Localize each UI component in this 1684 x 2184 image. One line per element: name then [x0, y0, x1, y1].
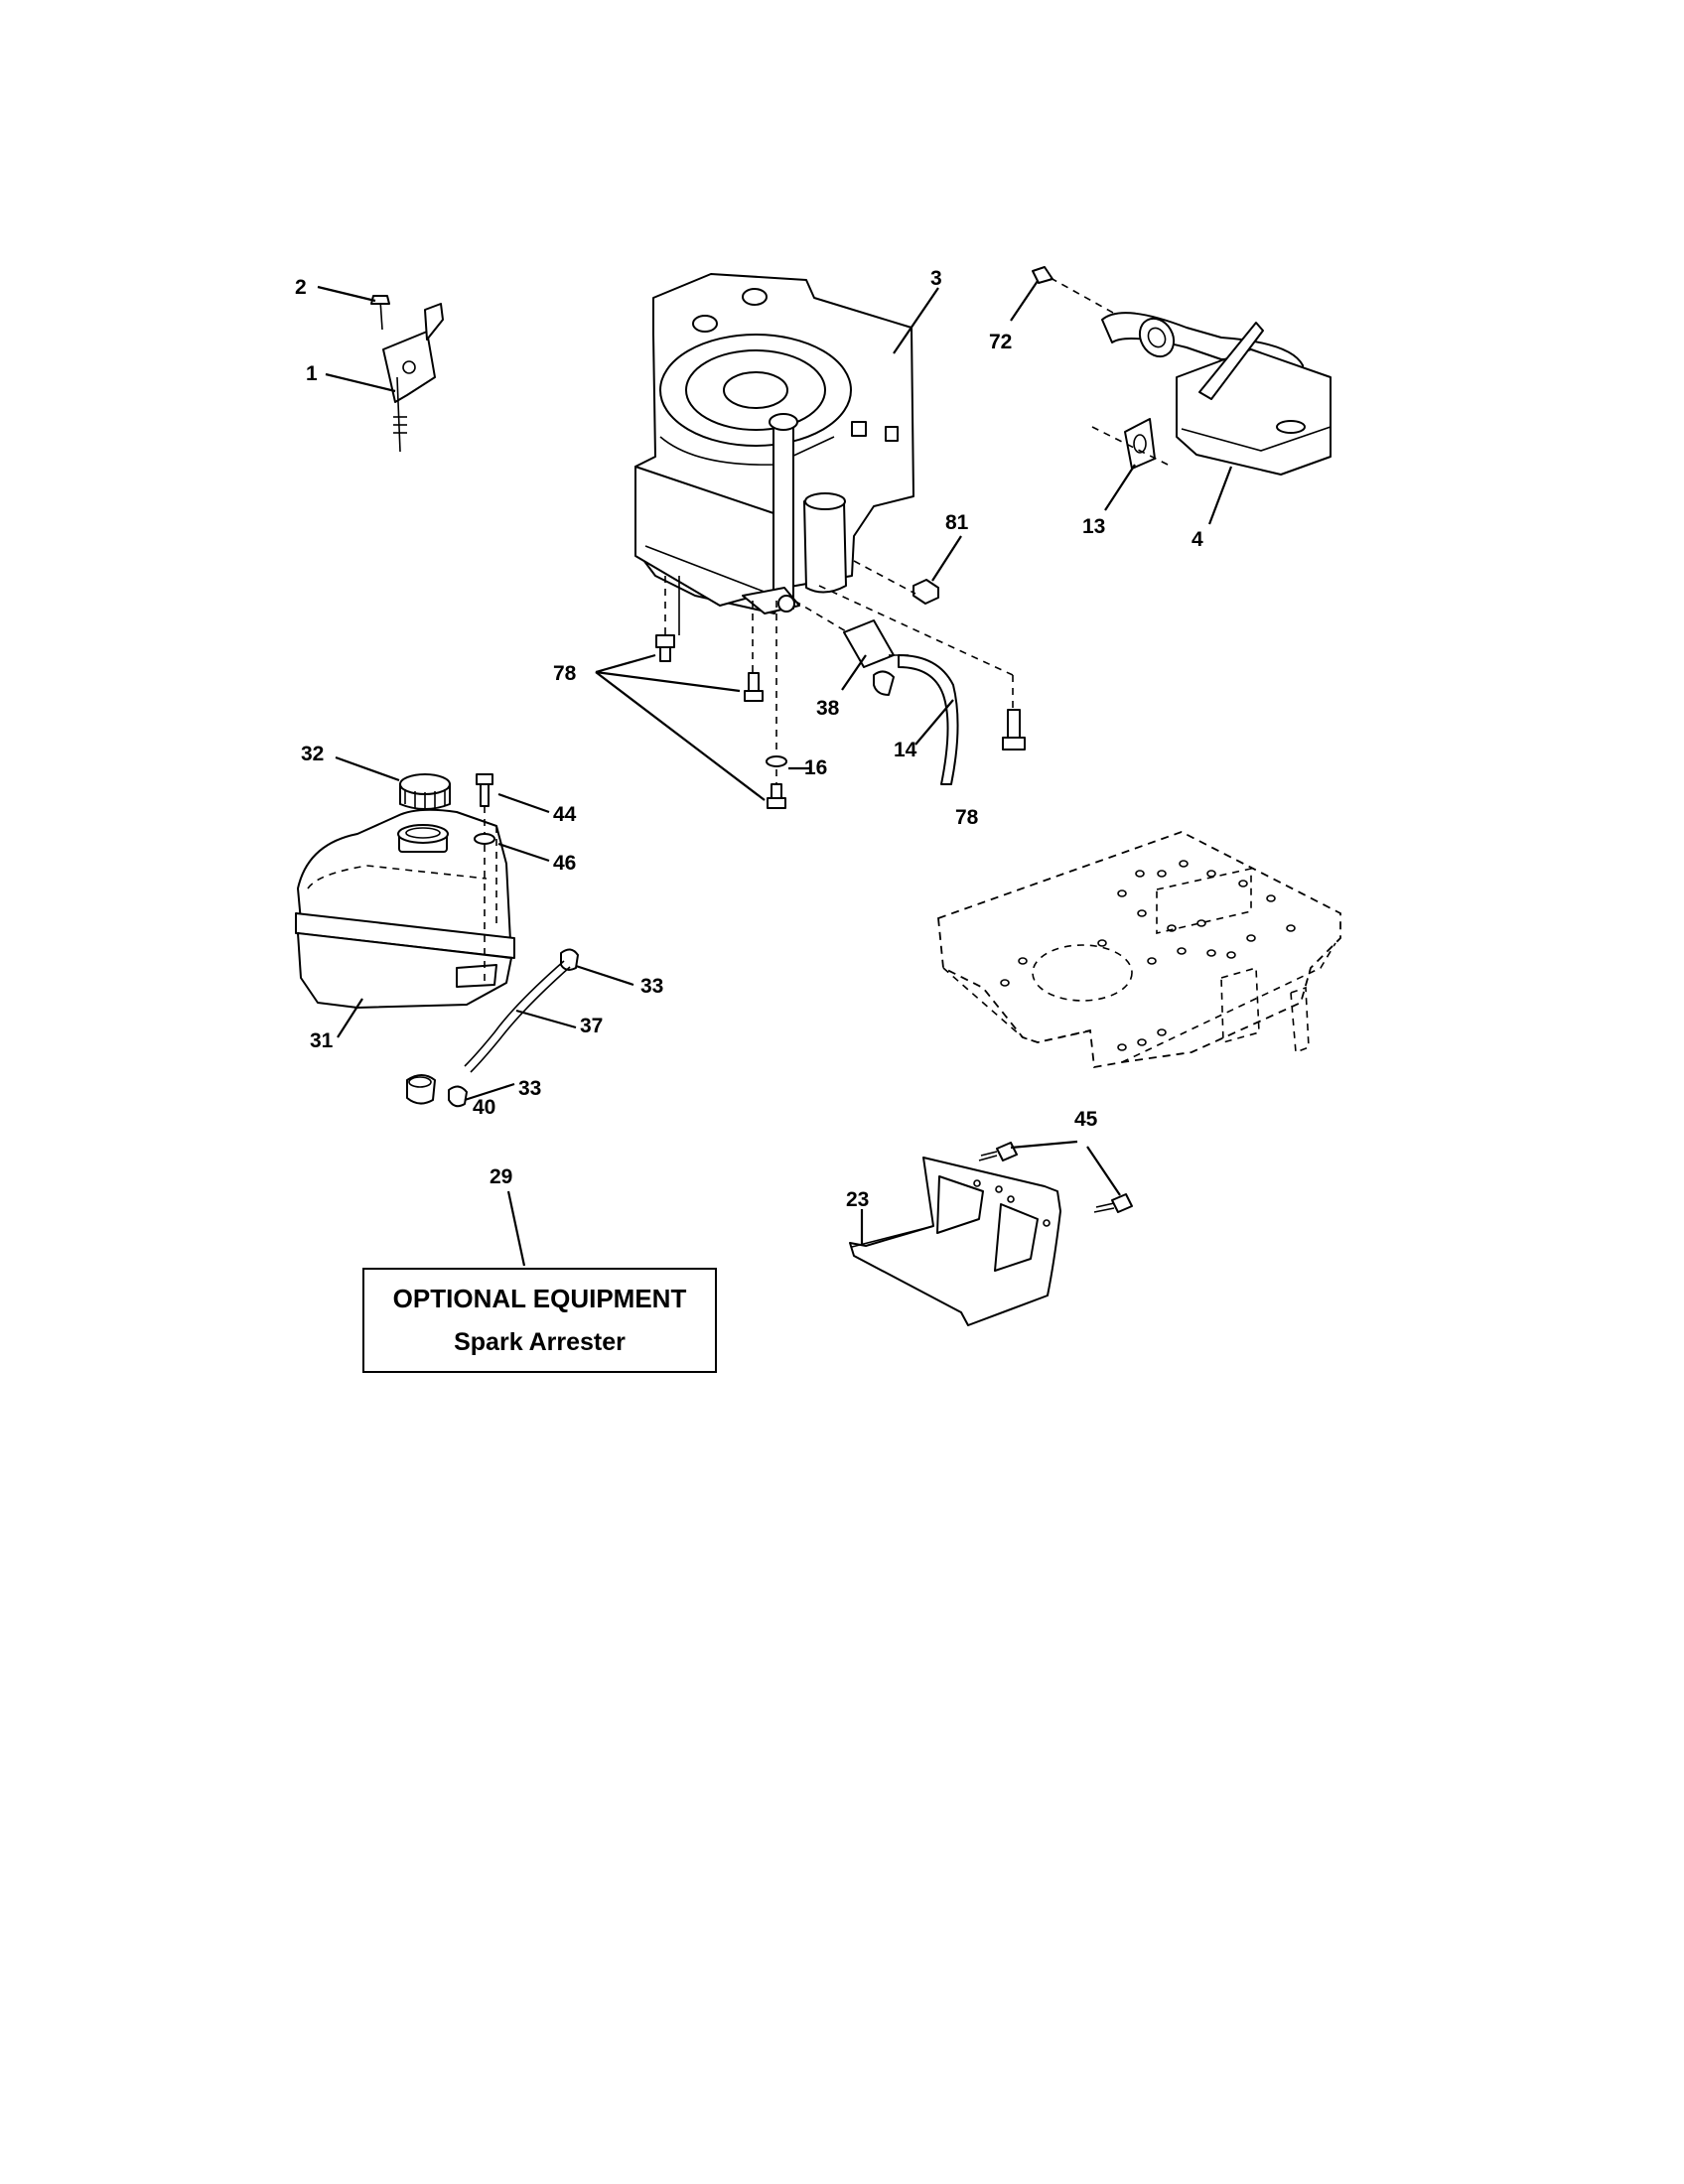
leader-line-4 [1207, 466, 1233, 525]
label-78a: 78 [553, 662, 577, 685]
leader-line-1 [325, 372, 396, 393]
label-40: 40 [473, 1096, 495, 1119]
leader-line-46 [497, 842, 550, 863]
leader-line-33a [575, 964, 634, 987]
label-3: 3 [930, 267, 942, 290]
bolt-part-78 [655, 576, 1026, 809]
label-37: 37 [580, 1015, 603, 1037]
label-32: 32 [301, 743, 324, 765]
label-16: 16 [804, 756, 827, 779]
leader-line-32 [335, 755, 400, 782]
label-23: 23 [846, 1188, 869, 1211]
throttle-control-part [370, 295, 444, 453]
leader-line-2 [317, 285, 376, 303]
leader-line-38 [841, 654, 867, 691]
label-45: 45 [1074, 1108, 1098, 1131]
fuel-tank-part [295, 773, 515, 1009]
label-4: 4 [1192, 528, 1203, 551]
label-33b: 33 [518, 1077, 541, 1100]
fuel-line-part [406, 948, 579, 1108]
label-31: 31 [310, 1029, 334, 1052]
label-38: 38 [816, 697, 840, 720]
leader-line-33b [464, 1082, 515, 1102]
label-44: 44 [553, 803, 577, 826]
leader-line-45b [1086, 1146, 1121, 1196]
engine-part [634, 273, 914, 635]
label-29: 29 [490, 1165, 512, 1188]
label-81: 81 [945, 511, 969, 534]
optional-equipment-box: OPTIONAL EQUIPMENT Spark Arrester [362, 1268, 717, 1373]
leader-line-45a [1010, 1140, 1078, 1150]
fuel-filter-part [793, 585, 1014, 785]
leader-line-44 [497, 792, 550, 814]
heat-shield-part [849, 1142, 1133, 1326]
label-78b: 78 [955, 806, 979, 829]
leader-line-37 [515, 1009, 577, 1029]
label-1: 1 [306, 362, 318, 385]
label-72: 72 [989, 331, 1012, 353]
label-13: 13 [1082, 515, 1105, 538]
optional-equipment-title: OPTIONAL EQUIPMENT [392, 1283, 687, 1313]
label-46: 46 [553, 852, 576, 875]
leader-line-78a-2 [595, 670, 741, 693]
leader-line-31 [337, 998, 363, 1038]
muffler-part [1032, 266, 1332, 476]
leader-line-78a-1 [595, 653, 656, 674]
leader-line-78a-3 [595, 671, 766, 801]
spark-arrester-label: Spark Arrester [454, 1327, 626, 1356]
label-2: 2 [295, 276, 307, 299]
nut-part-81 [912, 579, 939, 605]
leader-line-81 [931, 535, 962, 582]
leader-line-13 [1104, 464, 1136, 511]
leader-line-72 [1010, 280, 1039, 322]
leader-line-14 [914, 699, 954, 746]
label-33a: 33 [640, 975, 663, 998]
tractor-frame-reference [937, 831, 1341, 1069]
label-14: 14 [894, 739, 917, 761]
leader-line-29 [506, 1190, 526, 1267]
leader-line-3 [893, 287, 939, 354]
